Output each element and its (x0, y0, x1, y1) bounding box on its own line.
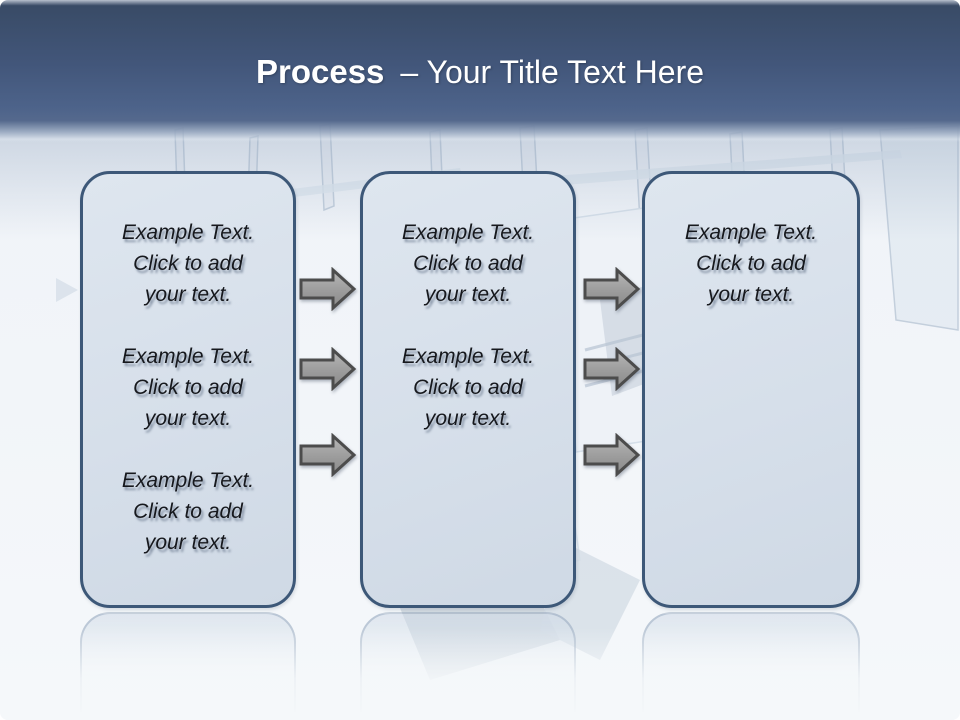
text-placeholder[interactable]: Example Text. Click to add your text. (401, 345, 535, 430)
box-reflection (642, 612, 860, 712)
box-reflection (360, 612, 576, 712)
slide-title: Process – Your Title Text Here (0, 50, 960, 101)
text-placeholder[interactable]: Example Text. Click to add your text. (684, 221, 818, 306)
text-placeholder[interactable]: Example Text. Click to add your text. (121, 469, 255, 554)
title-keyword: Process (255, 53, 385, 90)
process-box-step-2[interactable]: Example Text. Click to add your text. Exa… (360, 171, 576, 608)
title-bar (0, 0, 960, 142)
process-box-step-1[interactable]: Example Text. Click to add your text. Exa… (80, 171, 296, 608)
box-reflection (80, 612, 296, 712)
text-placeholder[interactable]: Example Text. Click to add your text. (401, 221, 535, 306)
process-box-step-3[interactable]: Example Text. Click to add your text. (642, 171, 860, 608)
text-placeholder[interactable]: Example Text. Click to add your text. (121, 345, 255, 430)
text-placeholder[interactable]: Example Text. Click to add your text. (121, 221, 255, 306)
title-text: – Your Title Text Here (400, 54, 705, 90)
